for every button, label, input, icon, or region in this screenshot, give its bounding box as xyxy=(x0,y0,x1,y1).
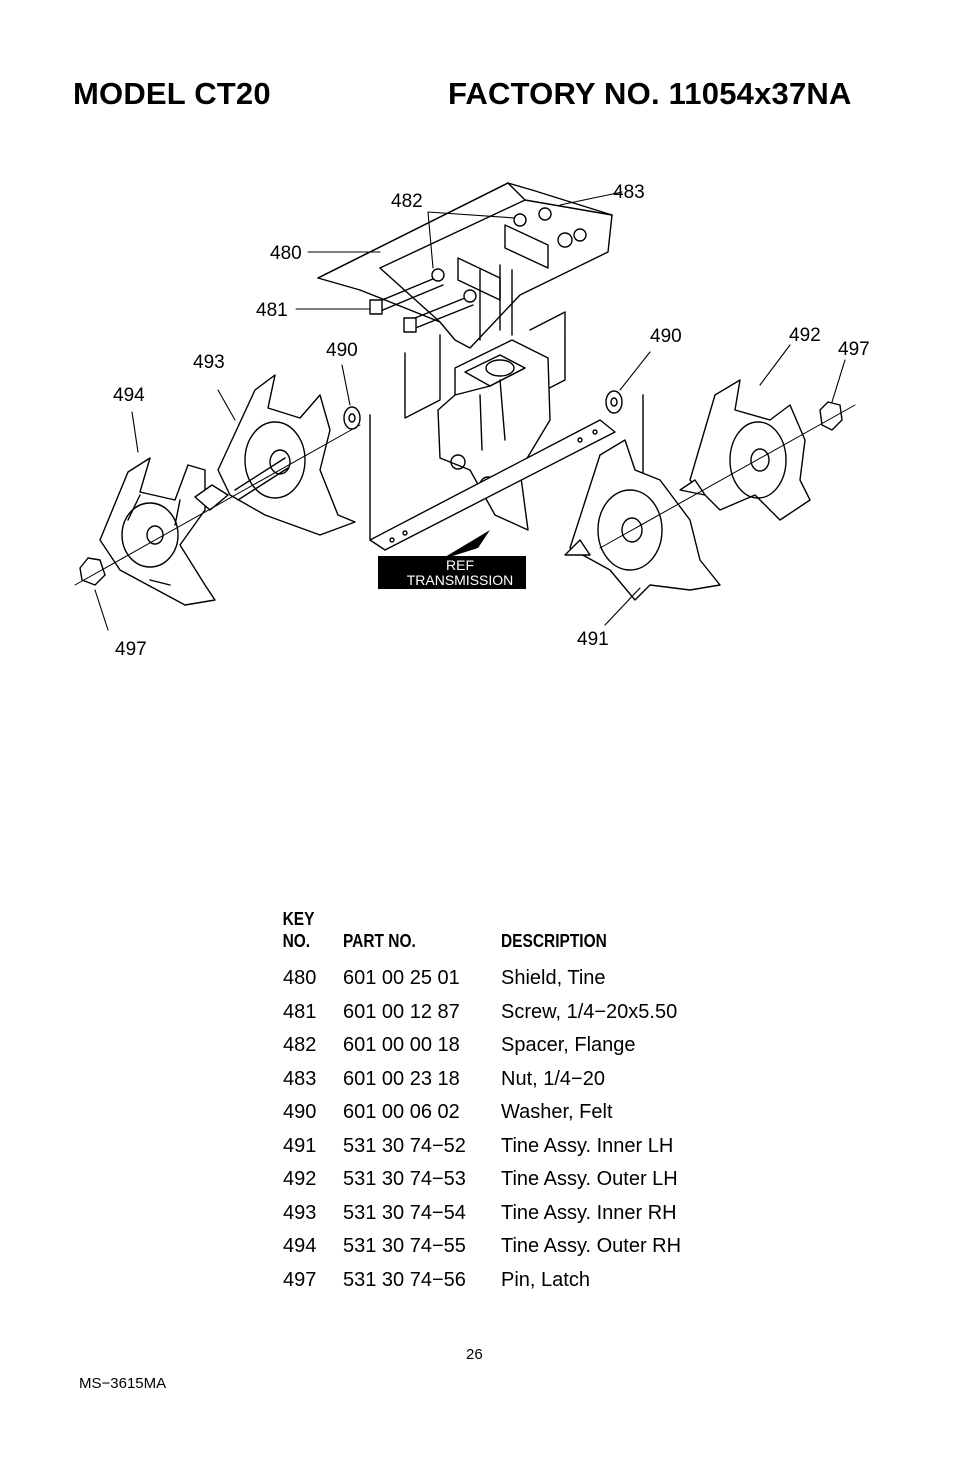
callout-numbers: 482 483 480 481 490 490 492 497 493 494 … xyxy=(113,182,870,660)
description-cell: Tine Assy. Inner RH xyxy=(501,1201,677,1224)
callout-480: 480 xyxy=(270,243,302,264)
description-cell: Tine Assy. Outer RH xyxy=(501,1235,682,1258)
description-cell: Spacer, Flange xyxy=(501,1034,636,1057)
tine-inner-lh xyxy=(564,439,721,601)
callout-481: 481 xyxy=(256,300,288,321)
callout-482: 482 xyxy=(391,191,423,212)
part-no-header: PART NO. xyxy=(343,931,416,951)
tine-outer-rh xyxy=(99,457,216,606)
table-row: 483 601 00 23 18 Nut, 1/4−20 xyxy=(280,1063,731,1097)
part-no-cell: 601 00 23 18 xyxy=(343,1067,460,1090)
description-cell: Nut, 1/4−20 xyxy=(501,1067,605,1090)
callout-483: 483 xyxy=(613,182,645,203)
parts-list-table: KEY NO. PART NO. DESCRIPTION 480 601 00 2… xyxy=(280,908,731,1297)
description-cell: Shield, Tine xyxy=(501,967,606,990)
key-no-cell: 494 xyxy=(283,1235,317,1258)
callout-493: 493 xyxy=(193,352,225,373)
key-header-line1: KEY xyxy=(282,909,315,929)
part-no-cell: 601 00 12 87 xyxy=(343,1000,460,1023)
key-no-header: KEY NO. xyxy=(280,908,334,962)
transmission-housing xyxy=(437,339,551,531)
latch-pin-parts xyxy=(79,401,843,586)
parts-table-body: 480 601 00 25 01 Shield, Tine 481 601 00 12 … xyxy=(280,962,731,1297)
ref-transmission-label: REF TRANSMISSION xyxy=(378,530,526,589)
part-no-cell: 601 00 06 02 xyxy=(343,1101,460,1124)
key-no-cell: 483 xyxy=(283,1067,317,1090)
part-no-cell: 531 30 74−53 xyxy=(343,1168,466,1191)
table-row: 482 601 00 00 18 Spacer, Flange xyxy=(280,1029,731,1063)
center-lines xyxy=(74,404,856,586)
screw-part xyxy=(369,275,474,333)
part-no-cell: 531 30 74−52 xyxy=(343,1134,466,1157)
tine-outer-lh xyxy=(679,379,811,521)
key-no-cell: 482 xyxy=(283,1034,317,1057)
exploded-parts-diagram: REF TRANSMISSION 482 483 480 481 490 490… xyxy=(74,182,870,660)
key-no-cell: 493 xyxy=(283,1201,317,1224)
key-no-cell: 492 xyxy=(283,1168,317,1191)
table-row: 490 601 00 06 02 Washer, Felt xyxy=(280,1096,731,1130)
table-row: 481 601 00 12 87 Screw, 1/4−20x5.50 xyxy=(280,996,731,1030)
table-row: 491 531 30 74−52 Tine Assy. Inner LH xyxy=(280,1130,731,1164)
ref-label-line2: TRANSMISSION xyxy=(407,572,514,588)
key-no-cell: 481 xyxy=(283,1000,317,1023)
description-cell: Tine Assy. Outer LH xyxy=(501,1168,678,1191)
description-cell: Tine Assy. Inner LH xyxy=(501,1134,674,1157)
ref-label-line1: REF xyxy=(446,557,474,573)
table-row: 494 531 30 74−55 Tine Assy. Outer RH xyxy=(280,1230,731,1264)
description-cell: Screw, 1/4−20x5.50 xyxy=(501,1000,678,1023)
part-no-cell: 601 00 25 01 xyxy=(343,967,460,990)
document-number: MS−3615MA xyxy=(79,1375,167,1392)
key-no-cell: 497 xyxy=(283,1268,317,1291)
leader-lines xyxy=(94,191,846,631)
spacer-and-nut-parts xyxy=(431,207,587,303)
callout-490-left: 490 xyxy=(326,340,358,361)
callout-497-right: 497 xyxy=(838,339,870,360)
table-row: 493 531 30 74−54 Tine Assy. Inner RH xyxy=(280,1197,731,1231)
table-row: 492 531 30 74−53 Tine Assy. Outer LH xyxy=(280,1163,731,1197)
callout-490-right: 490 xyxy=(650,326,682,347)
part-no-cell: 531 30 74−55 xyxy=(343,1235,466,1258)
key-no-cell: 491 xyxy=(283,1134,317,1157)
callout-492: 492 xyxy=(789,325,821,346)
callout-491: 491 xyxy=(577,629,609,650)
reference-outline xyxy=(404,264,566,419)
page-number: 26 xyxy=(466,1346,483,1363)
factory-number-title: FACTORY NO. 11054x37NA xyxy=(448,76,852,111)
model-title: MODEL CT20 xyxy=(73,76,271,111)
part-no-cell: 601 00 00 18 xyxy=(343,1034,460,1057)
parts-table-header: KEY NO. PART NO. DESCRIPTION xyxy=(280,908,731,962)
key-no-cell: 480 xyxy=(283,967,317,990)
tine-inner-rh xyxy=(194,374,356,536)
description-cell: Washer, Felt xyxy=(501,1101,613,1124)
description-cell: Pin, Latch xyxy=(501,1268,590,1291)
callout-494: 494 xyxy=(113,385,145,406)
table-row: 497 531 30 74−56 Pin, Latch xyxy=(280,1264,731,1298)
key-no-cell: 490 xyxy=(283,1101,317,1124)
part-no-cell: 531 30 74−56 xyxy=(343,1268,466,1291)
key-header-line2: NO. xyxy=(282,931,311,951)
table-row: 480 601 00 25 01 Shield, Tine xyxy=(280,962,731,996)
part-no-cell: 531 30 74−54 xyxy=(343,1201,466,1224)
description-header: DESCRIPTION xyxy=(501,931,607,951)
callout-497-left: 497 xyxy=(115,639,147,660)
